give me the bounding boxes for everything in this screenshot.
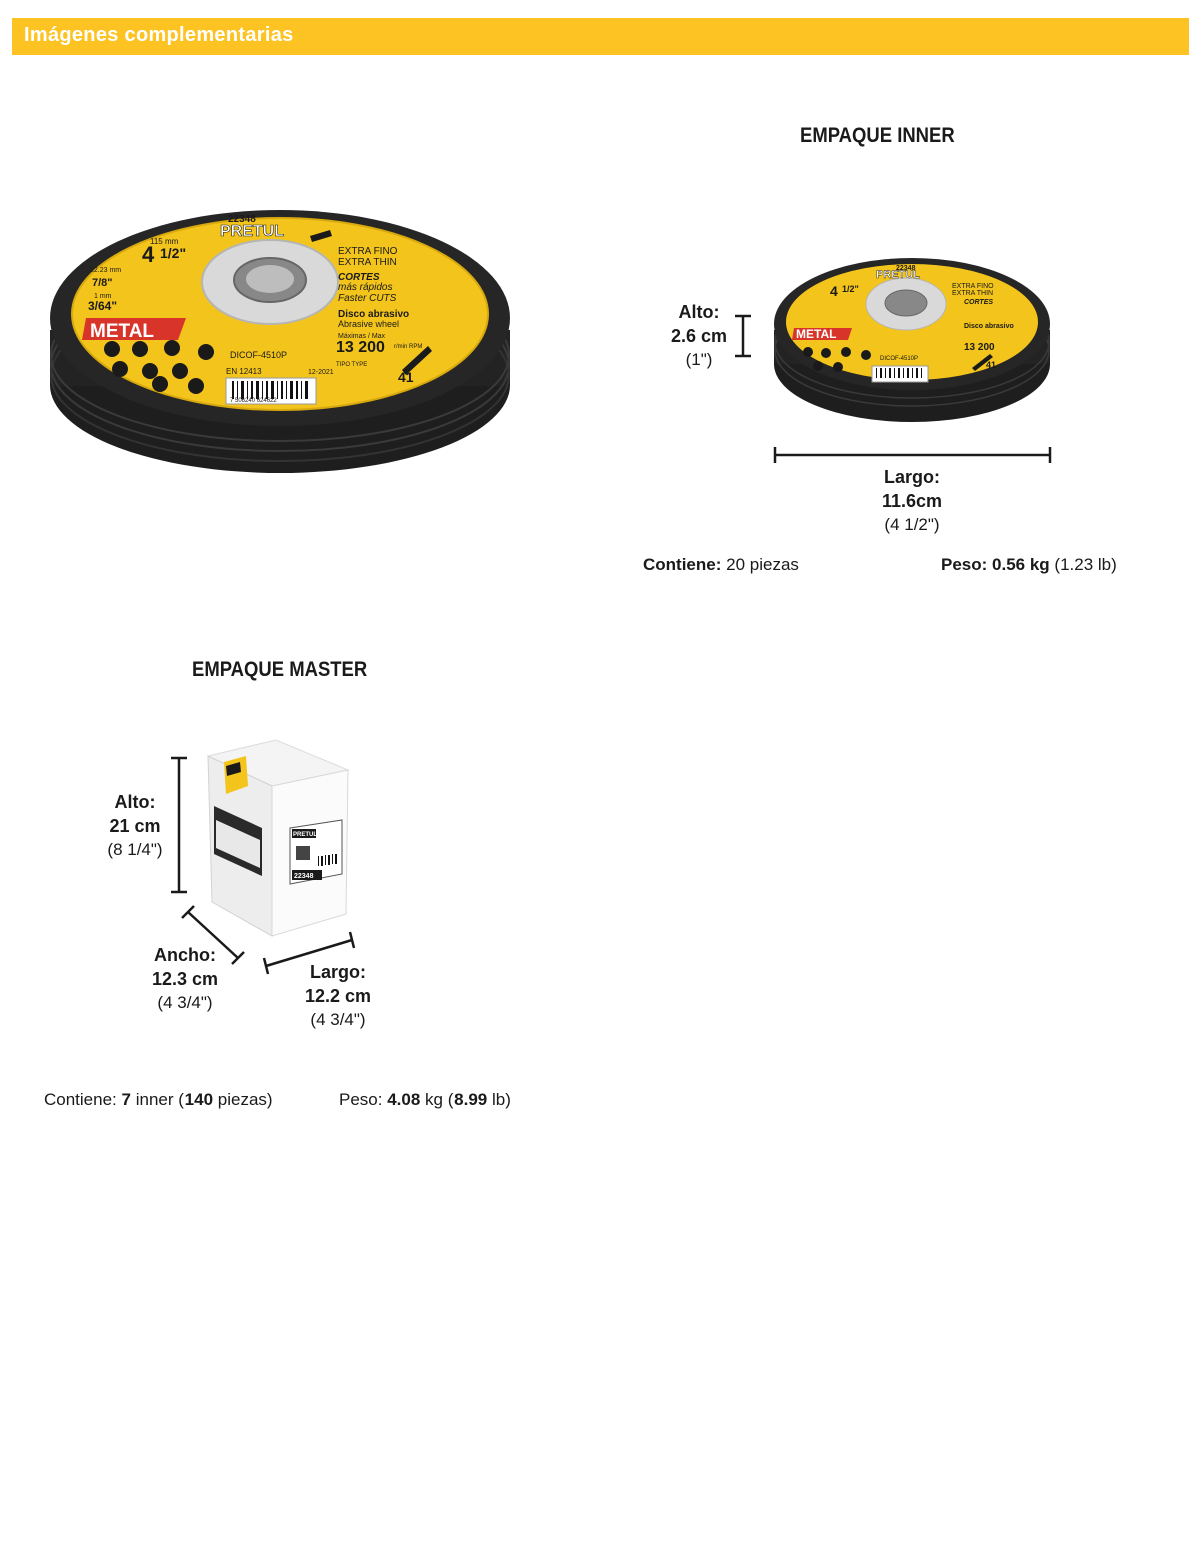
master-contains-unit: inner — [135, 1090, 174, 1109]
inner-length-imperial: (4 1/2") — [884, 515, 940, 534]
inner-height-label: Alto: 2.6 cm (1") — [664, 300, 734, 372]
inner-contains: Contiene: 20 piezas — [643, 555, 799, 575]
disc-norm: EN 12413 — [226, 367, 262, 376]
master-weight-lb: 8.99 — [454, 1090, 488, 1109]
master-width-label: Ancho: 12.3 cm (4 3/4") — [140, 943, 230, 1015]
inner-length-title: Largo: — [884, 467, 940, 487]
master-contains-pieces-label: piezas) — [217, 1090, 273, 1109]
master-height-title: Alto: — [114, 792, 156, 812]
inner-contains-label: Contiene: — [643, 555, 722, 574]
master-contains: Contiene: 7 inner ( 140 piezas) — [44, 1090, 273, 1110]
inner-disc-size-fraction: 1/2" — [842, 284, 859, 294]
disc-date: 12-2021 — [308, 369, 334, 376]
master-width-imperial: (4 3/4") — [157, 993, 213, 1012]
master-height-dimension-line — [171, 756, 187, 894]
inner-disc-image: 22348 PRETUL 4 1/2" EXTRA FINO EXTRA THI… — [735, 258, 1052, 463]
product-disc-image: 22348 PRETUL 115 mm 4 1/2" EXTRA FINO EX… — [50, 210, 510, 473]
master-box-image: PRETUL 22348 — [171, 739, 356, 975]
disc-barcode: 7 506240 624622 — [230, 398, 277, 404]
disc-line1: EXTRA FINO — [338, 246, 398, 257]
inner-disc-line2: EXTRA THIN — [952, 290, 993, 297]
disc-brand: PRETUL — [220, 223, 284, 240]
master-width-metric: 12.3 cm — [151, 969, 219, 989]
header-title: Imágenes complementarias — [24, 24, 294, 46]
master-height-imperial: (8 1/4") — [107, 840, 163, 859]
master-weight-value: 4.08 — [387, 1090, 421, 1109]
master-weight-lb-paren: ( — [447, 1090, 454, 1109]
master-length-label: Largo: 12.2 cm (4 3/4") — [293, 960, 383, 1032]
inner-title: EMPAQUE INNER — [800, 124, 955, 147]
master-weight-lb-unit: lb) — [491, 1090, 511, 1109]
disc-cuts-en: Faster CUTS — [338, 293, 397, 304]
inner-disc-es: Disco abrasivo — [964, 323, 1014, 330]
inner-disc-line1: EXTRA FINO — [952, 283, 994, 290]
master-height-label: Alto: 21 cm (8 1/4") — [95, 790, 175, 862]
disc-size-fraction: 1/2" — [160, 245, 186, 261]
disc-arbor-in: 7/8" — [92, 277, 113, 289]
master-width-title: Ancho: — [154, 945, 216, 965]
inner-disc-size: 4 — [830, 283, 838, 299]
master-title: EMPAQUE MASTER — [192, 658, 368, 681]
master-weight: Peso: 4.08 kg ( 8.99 lb) — [339, 1090, 511, 1110]
inner-height-title: Alto: — [678, 302, 720, 322]
disc-code: 22348 — [228, 214, 256, 225]
header-bar: Imágenes complementarias — [12, 18, 1189, 55]
disc-en: Abrasive wheel — [338, 319, 399, 329]
master-width-dimension-line — [181, 905, 245, 965]
master-weight-label: Peso: — [339, 1090, 383, 1109]
master-length-dimension-line — [262, 931, 356, 975]
disc-cuts-es2: más rápidos — [338, 282, 392, 293]
disc-thickness-mm: 1 mm — [94, 293, 112, 300]
disc-model: DICOF-4510P — [230, 350, 287, 360]
inner-length-label: Largo: 11.6cm (4 1/2") — [862, 465, 962, 537]
inner-length-dimension-line — [773, 447, 1052, 463]
master-box-brand: PRETUL — [293, 832, 317, 838]
disc-arbor-mm: 22.23 mm — [90, 267, 121, 274]
disc-type-label: TIPO TYPE — [336, 362, 367, 368]
master-contains-label: Contiene: — [44, 1090, 117, 1109]
disc-thickness: 3/64" — [88, 299, 117, 313]
inner-weight-label: Peso: — [941, 555, 988, 574]
disc-line2: EXTRA THIN — [338, 257, 397, 268]
master-length-imperial: (4 3/4") — [310, 1010, 366, 1029]
inner-disc-material: METAL — [796, 327, 836, 341]
inner-weight: Peso: 0.56 kg (1.23 lb) — [941, 555, 1117, 575]
inner-height-metric: 2.6 cm — [670, 326, 728, 346]
disc-rpm: 13 200 — [336, 339, 385, 356]
master-weight-unit: kg — [425, 1090, 444, 1109]
inner-length-metric: 11.6cm — [881, 491, 943, 511]
master-contains-pieces: 140 — [184, 1090, 214, 1109]
master-height-metric: 21 cm — [109, 816, 161, 836]
disc-material: METAL — [90, 321, 154, 342]
disc-max-label: Máximas / Max — [338, 333, 386, 340]
disc-rpm-unit: r/min RPM — [394, 344, 422, 350]
inner-disc-type: 41 — [986, 360, 996, 370]
inner-disc-cuts: CORTES — [964, 299, 993, 306]
disc-cuts-es: CORTES — [338, 272, 380, 283]
disc-type-value: 41 — [398, 369, 414, 385]
disc-es: Disco abrasivo — [338, 309, 409, 320]
inner-contains-value: 20 piezas — [726, 555, 799, 574]
inner-disc-rpm: 13 200 — [964, 342, 995, 353]
inner-disc-brand: PRETUL — [876, 269, 920, 281]
inner-height-dimension-line — [735, 314, 751, 358]
master-contains-paren: ( — [178, 1090, 184, 1109]
inner-disc-code: 22348 — [896, 265, 916, 272]
master-length-metric: 12.2 cm — [304, 986, 372, 1006]
master-box-code: 22348 — [294, 873, 314, 880]
inner-weight-kg: 0.56 kg — [992, 555, 1050, 574]
disc-size-mm: 115 mm — [150, 237, 179, 246]
master-contains-count: 7 — [121, 1090, 131, 1109]
inner-weight-lb: (1.23 lb) — [1054, 555, 1117, 574]
inner-disc-model: DICOF-4510P — [880, 356, 918, 362]
master-length-title: Largo: — [310, 962, 366, 982]
inner-height-imperial: (1") — [685, 350, 713, 369]
disc-size-whole: 4 — [142, 242, 155, 267]
